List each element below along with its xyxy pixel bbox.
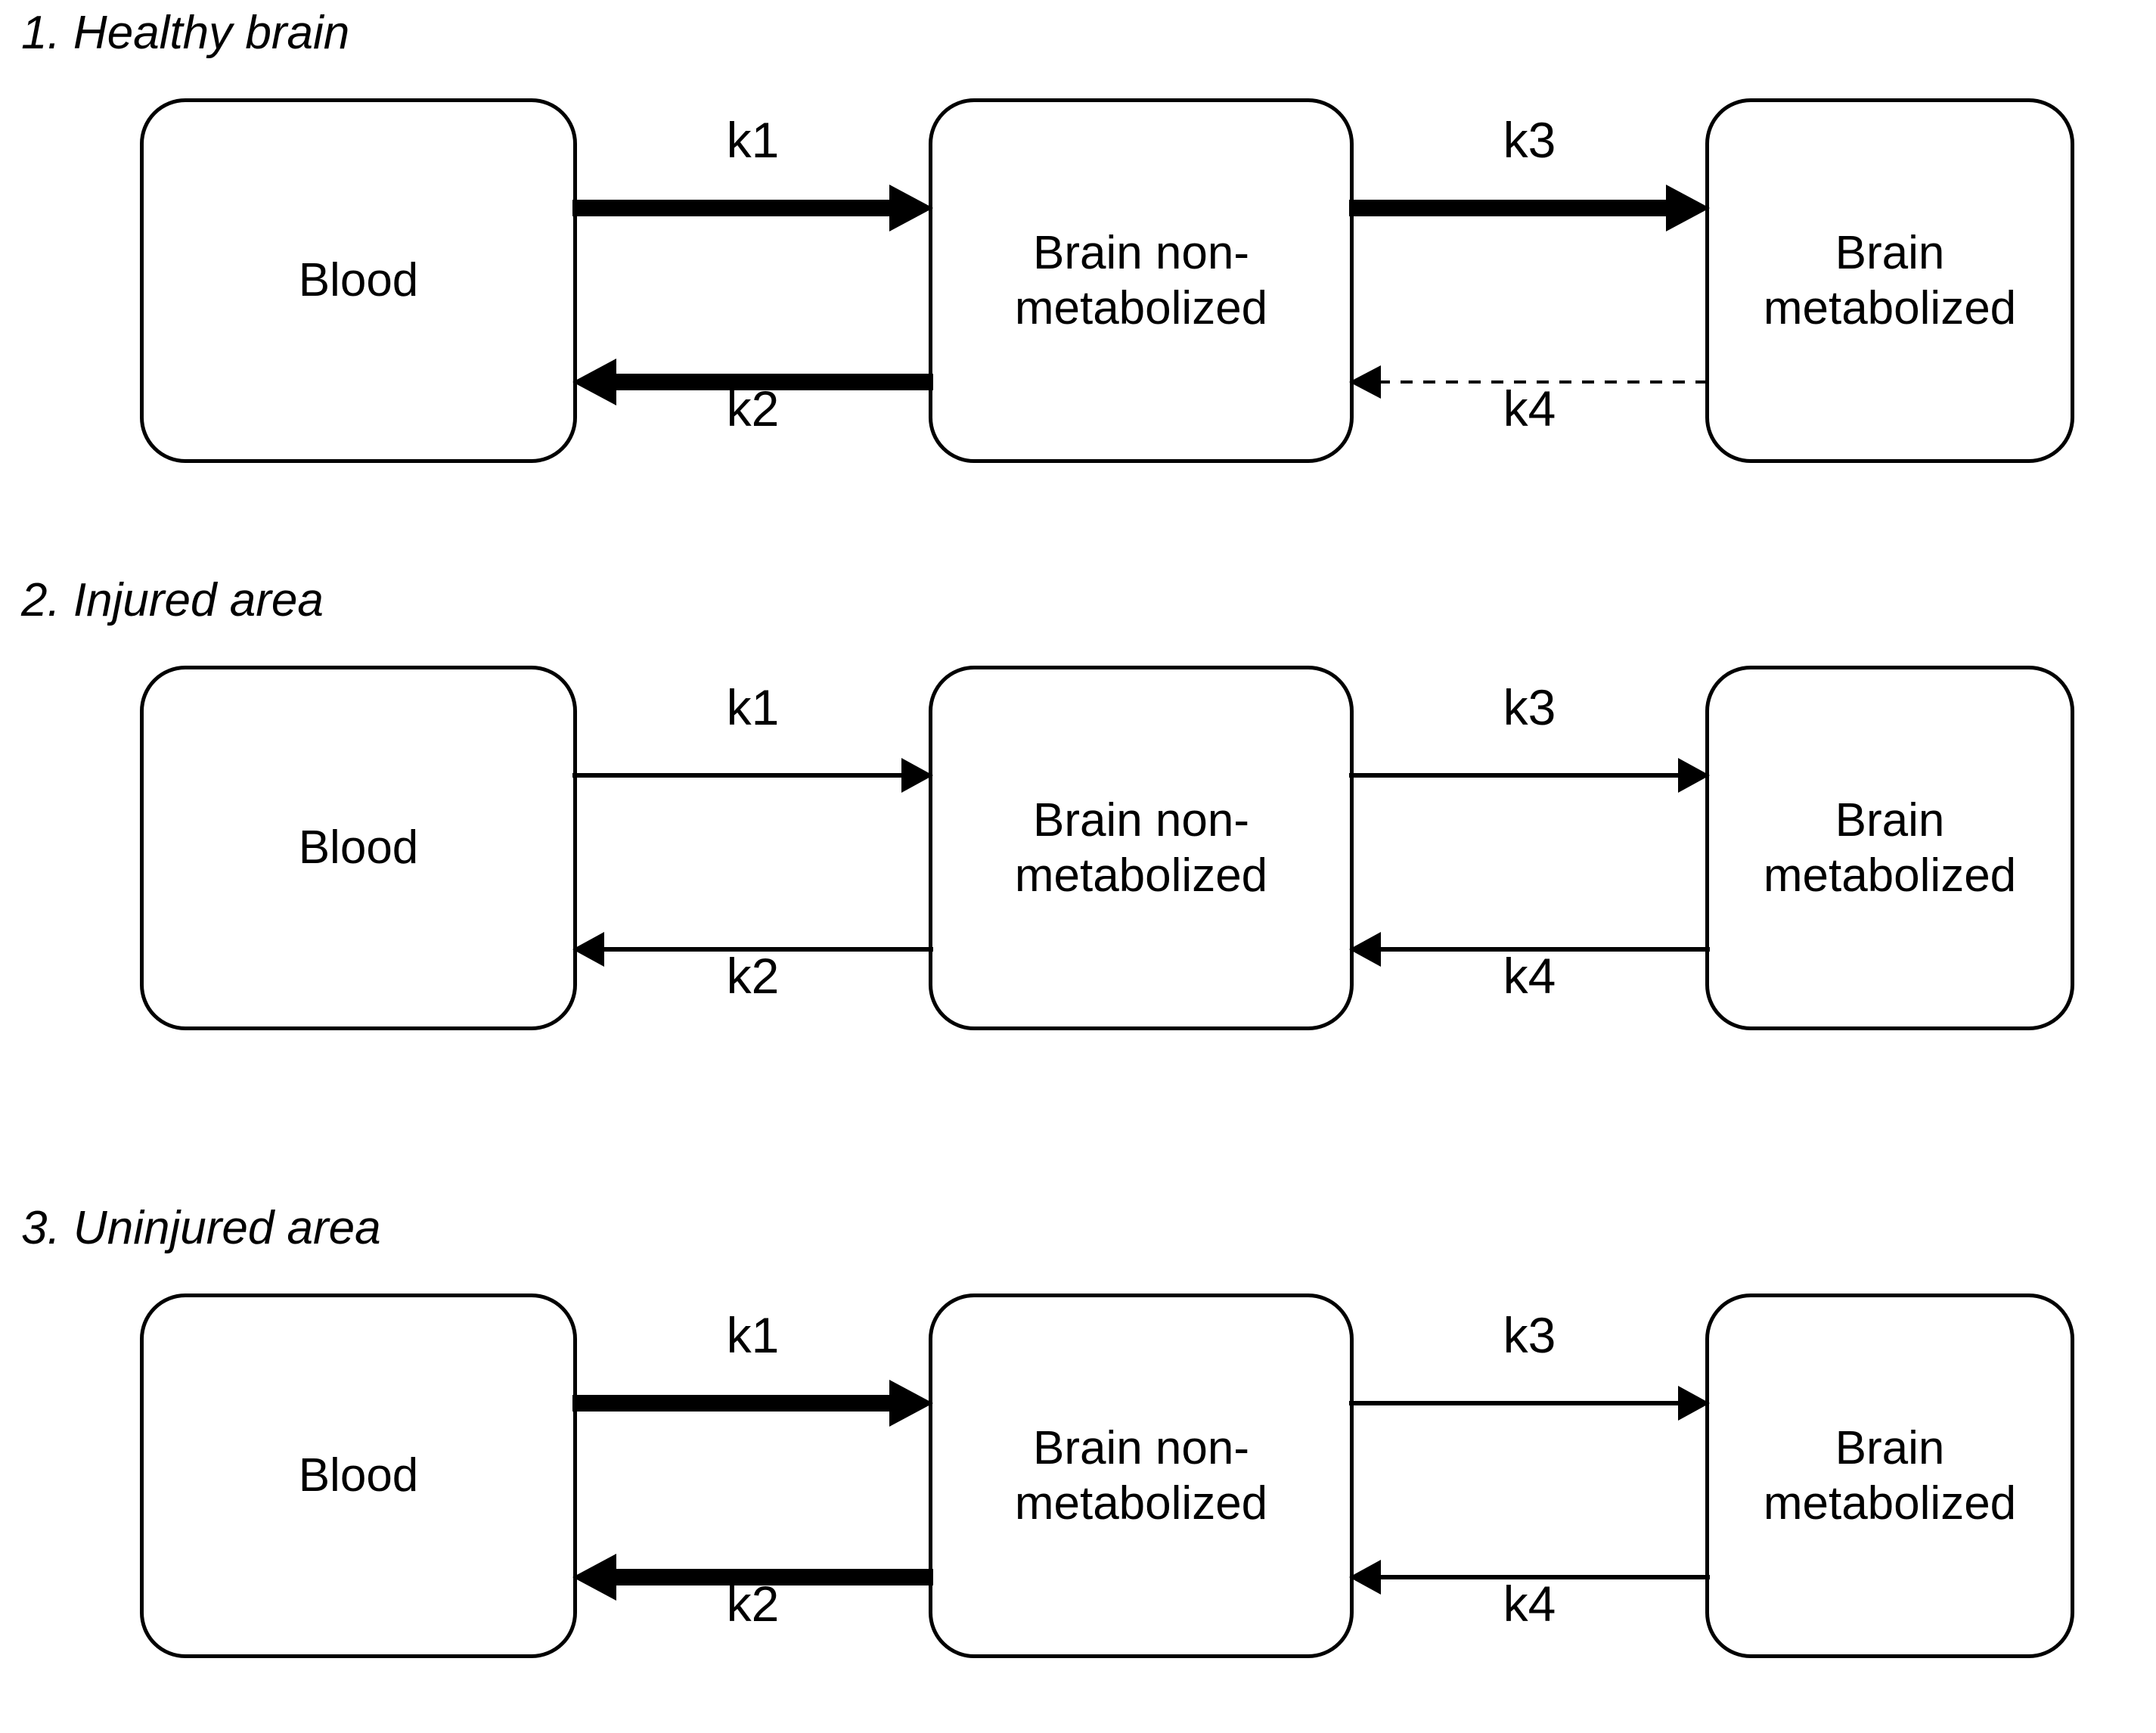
rate-label-k4: k4	[1503, 1576, 1556, 1632]
rate-label-k3: k3	[1503, 112, 1556, 168]
node-label-brain-non-metabolized: Brain non- metabolized	[1014, 794, 1268, 902]
arrow-k4	[1349, 932, 1710, 967]
rate-label-k3: k3	[1503, 679, 1556, 735]
arrow-k2	[572, 932, 933, 967]
rate-label-k1: k1	[726, 679, 780, 735]
arrow-k1	[572, 1380, 933, 1427]
panel-title: 2. Injured area	[21, 574, 324, 626]
rate-label-k3: k3	[1503, 1307, 1556, 1363]
rate-label-k2: k2	[726, 380, 780, 436]
rate-label-k4: k4	[1503, 948, 1556, 1004]
arrow-k3	[1349, 758, 1710, 793]
node-box-blood[interactable]: Blood	[140, 1294, 577, 1658]
panel-title: 1. Healthy brain	[21, 7, 350, 59]
node-box-brain-metabolized[interactable]: Brain metabolized	[1705, 666, 2074, 1030]
node-box-brain-metabolized[interactable]: Brain metabolized	[1705, 1294, 2074, 1658]
node-box-brain-non-metabolized[interactable]: Brain non- metabolized	[929, 666, 1354, 1030]
node-box-brain-non-metabolized[interactable]: Brain non- metabolized	[929, 1294, 1354, 1658]
node-label-blood: Blood	[298, 821, 419, 874]
arrow-k1	[572, 185, 933, 231]
node-label-brain-non-metabolized: Brain non- metabolized	[1014, 1421, 1268, 1530]
node-box-blood[interactable]: Blood	[140, 666, 577, 1030]
node-label-brain-non-metabolized: Brain non- metabolized	[1014, 226, 1268, 334]
node-label-brain-metabolized: Brain metabolized	[1763, 1421, 2017, 1530]
rate-label-k2: k2	[726, 948, 780, 1004]
node-label-brain-metabolized: Brain metabolized	[1763, 794, 2017, 902]
rate-label-k4: k4	[1503, 380, 1556, 436]
node-box-brain-metabolized[interactable]: Brain metabolized	[1705, 98, 2074, 463]
arrow-k2	[572, 359, 933, 405]
node-label-blood: Blood	[298, 1449, 419, 1502]
arrow-k3	[1349, 1386, 1710, 1421]
arrow-k4	[1349, 1560, 1710, 1595]
arrow-k2	[572, 1554, 933, 1601]
node-box-brain-non-metabolized[interactable]: Brain non- metabolized	[929, 98, 1354, 463]
rate-label-k1: k1	[726, 1307, 780, 1363]
node-label-brain-metabolized: Brain metabolized	[1763, 226, 2017, 334]
arrow-k3	[1349, 185, 1710, 231]
node-label-blood: Blood	[298, 254, 419, 307]
panel-title: 3. Uninjured area	[21, 1202, 381, 1254]
arrow-k1	[572, 758, 933, 793]
rate-label-k1: k1	[726, 112, 780, 168]
node-box-blood[interactable]: Blood	[140, 98, 577, 463]
rate-label-k2: k2	[726, 1576, 780, 1632]
arrow-k4	[1349, 365, 1710, 399]
